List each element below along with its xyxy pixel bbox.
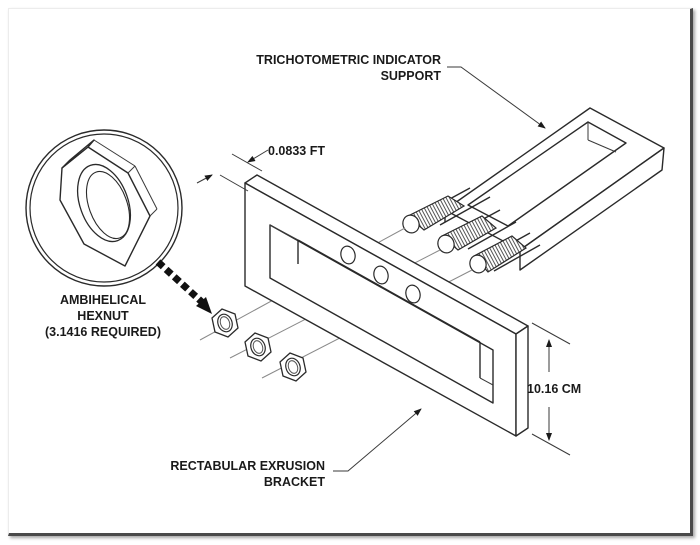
bracket-label-line2: BRACKET (264, 475, 325, 489)
support-label-line2: SUPPORT (381, 69, 442, 83)
support-leader: TRICHOTOMETRIC INDICATOR SUPPORT (256, 53, 546, 129)
thickness-dimension: 0.0833 FT (196, 144, 325, 192)
hexnut-label-line3: (3.1416 REQUIRED) (45, 325, 161, 339)
bracket-hole-2 (373, 265, 389, 285)
hexnut-3 (279, 352, 307, 382)
indicator-support (423, 107, 665, 272)
threaded-rod-1 (402, 195, 466, 234)
hexnut-label: AMBIHELICAL HEXNUT (3.1416 REQUIRED) (45, 293, 161, 339)
support-label-line1: TRICHOTOMETRIC INDICATOR (256, 53, 441, 67)
threaded-rod-3 (469, 235, 528, 274)
magnifier-pointer-arrow (155, 259, 212, 314)
bracket-hole-1 (340, 245, 356, 265)
extrusion-bracket (244, 174, 529, 437)
bracket-leader: RECTABULAR EXRUSION BRACKET (170, 408, 422, 489)
hexnut-1 (211, 308, 239, 338)
height-label: 10.16 CM (527, 382, 581, 396)
hexnut-magnifier (25, 129, 183, 287)
hexnut-2 (244, 332, 272, 362)
bracket-hole-3 (405, 284, 421, 304)
thickness-label: 0.0833 FT (268, 144, 325, 158)
threaded-rod-2 (437, 215, 498, 254)
height-dimension: 10.16 CM (527, 322, 581, 456)
hexnut-label-line2: HEXNUT (77, 309, 129, 323)
hexnut-label-line1: AMBIHELICAL (60, 293, 146, 307)
bracket-label-line1: RECTABULAR EXRUSION (170, 459, 325, 473)
